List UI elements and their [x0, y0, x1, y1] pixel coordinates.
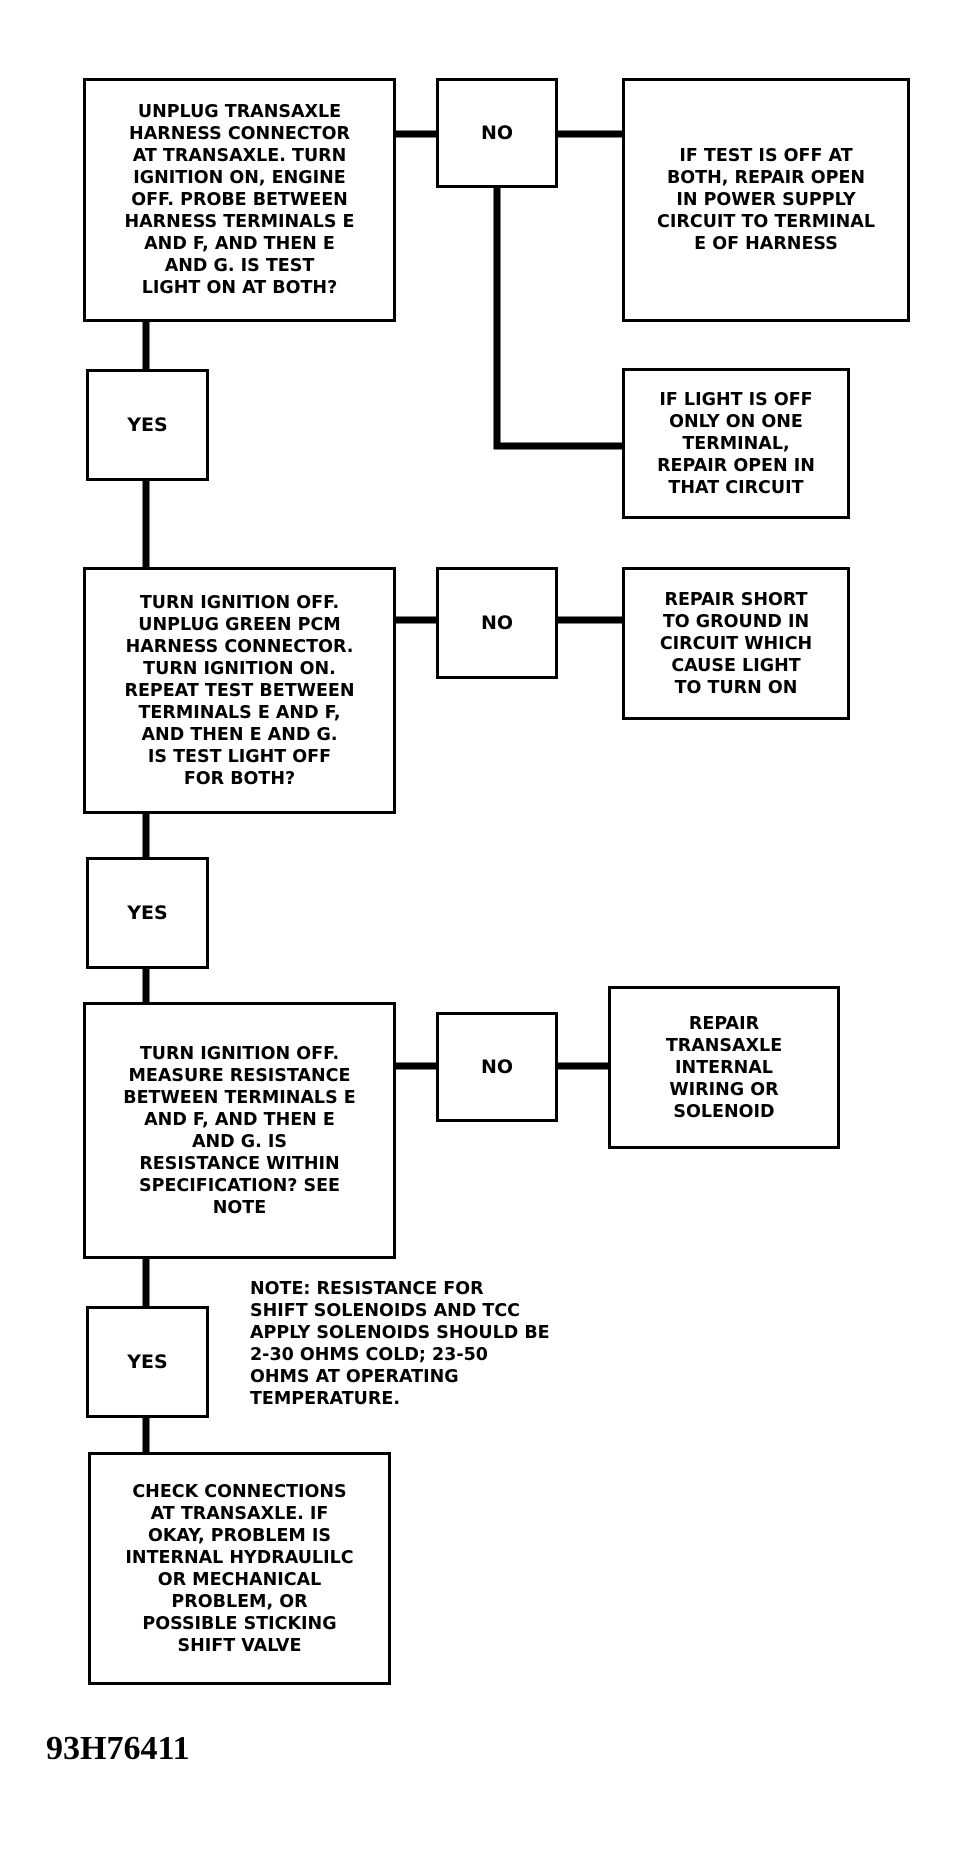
yes-box: YES — [86, 369, 209, 481]
figure-id: 93H76411 — [46, 1730, 190, 1767]
result-box-2: IF LIGHT IS OFF ONLY ON ONE TERMINAL, RE… — [622, 368, 850, 519]
result-box-4: REPAIR TRANSAXLE INTERNAL WIRING OR SOLE… — [608, 986, 840, 1149]
no-box: NO — [436, 1012, 558, 1122]
step-box-2: TURN IGNITION OFF. UNPLUG GREEN PCM HARN… — [83, 567, 396, 814]
connector-no-result2 — [493, 186, 622, 450]
step-box-1: UNPLUG TRANSAXLE HARNESS CONNECTOR AT TR… — [83, 78, 396, 322]
result-box-3: REPAIR SHORT TO GROUND IN CIRCUIT WHICH … — [622, 567, 850, 720]
no-box: NO — [436, 567, 558, 679]
step-box-3: TURN IGNITION OFF. MEASURE RESISTANCE BE… — [83, 1002, 396, 1259]
yes-box: YES — [86, 857, 209, 969]
no-box: NO — [436, 78, 558, 188]
yes-box: YES — [86, 1306, 209, 1418]
result-box-1: IF TEST IS OFF AT BOTH, REPAIR OPEN IN P… — [622, 78, 910, 322]
resistance-note: NOTE: RESISTANCE FOR SHIFT SOLENOIDS AND… — [250, 1279, 550, 1409]
step-box-4: CHECK CONNECTIONS AT TRANSAXLE. IF OKAY,… — [88, 1452, 391, 1685]
